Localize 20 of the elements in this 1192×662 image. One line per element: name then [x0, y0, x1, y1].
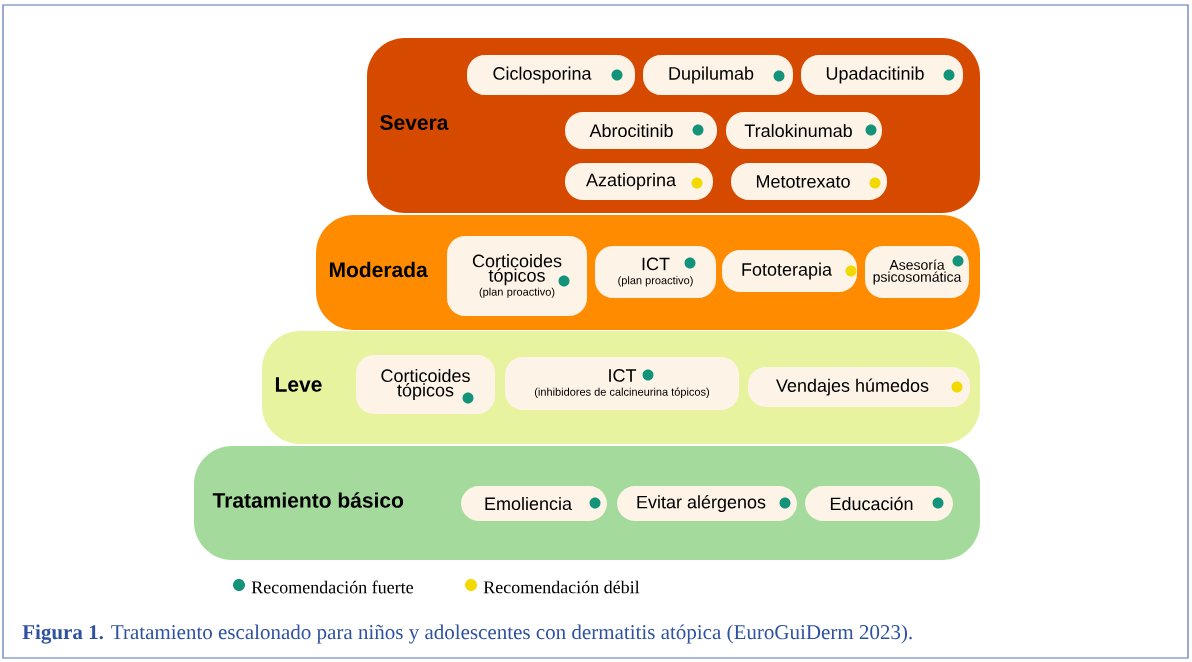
treatment-pill: Ciclosporina	[467, 55, 635, 95]
legend-text: Recomendación débil	[483, 580, 640, 594]
legend-text: Recomendación fuerte	[251, 580, 414, 594]
treatment-pill: Tralokinumab	[726, 112, 882, 149]
treatment-pill: Corticoides tópicos (plan proactivo)	[447, 236, 587, 316]
treatment-pill: Abrocitinib	[565, 112, 717, 149]
treatment-pill: Corticoides tópicos	[356, 355, 495, 414]
treatment-pill: Metotrexato	[731, 163, 887, 200]
treatment-pill: Upadacitinib	[801, 55, 963, 95]
treatment-pill: ICT (inhibidores de calcineurina tópicos)	[505, 357, 739, 410]
treatment-pill: Emoliencia	[461, 486, 607, 521]
treatment-pill: Fototerapia	[722, 250, 857, 292]
treatment-pill: Dupilumab	[643, 55, 793, 95]
treatment-pill: Educación	[805, 486, 953, 521]
treatment-pill: Azatioprina	[565, 163, 713, 200]
caption: Figura 1. Tratamiento escalonado para niños y adolescentes con dermatitis atópica (EuroGuiDerm 2023).	[22, 624, 912, 644]
treatment-pill: ICT (plan proactivo)	[595, 246, 716, 298]
treatment-pill: Evitar alérgenos	[617, 486, 797, 521]
treatment-pill: Asesoría psicosomática	[865, 246, 969, 298]
treatment-pill: Vendajes húmedos	[748, 367, 970, 407]
